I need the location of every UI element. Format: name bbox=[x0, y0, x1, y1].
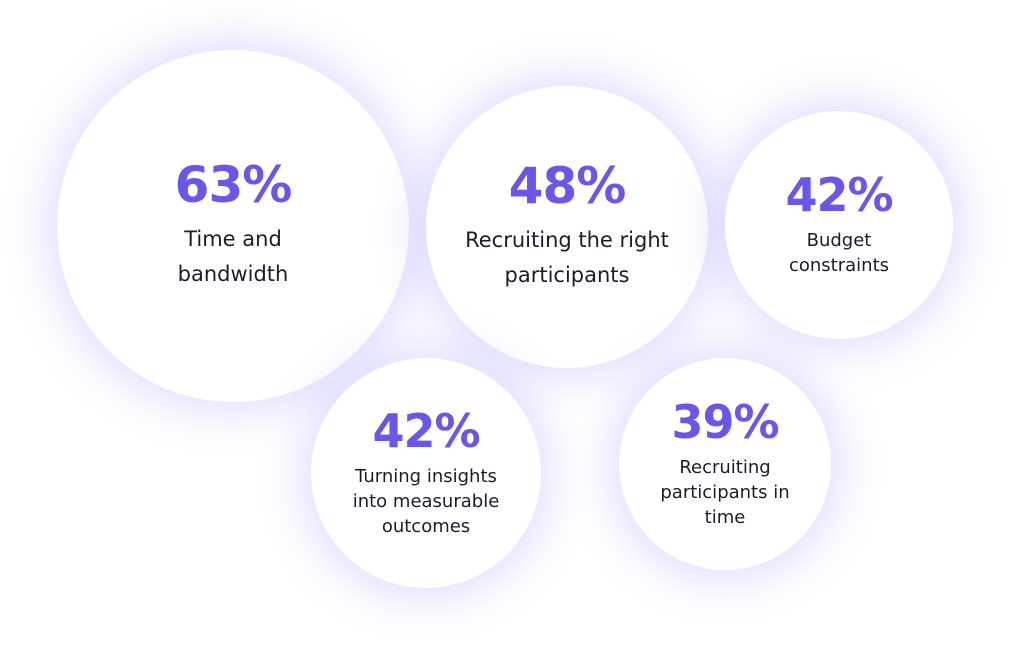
stat-label: Time and bandwidth bbox=[177, 227, 289, 286]
stat-bubble-time-bandwidth: 63% Time and bandwidth bbox=[57, 50, 409, 402]
stat-value: 63% bbox=[174, 156, 293, 214]
stat-value: 48% bbox=[508, 157, 627, 215]
stat-label: Recruiting the right participants bbox=[465, 228, 669, 287]
stat-value: 42% bbox=[372, 403, 480, 458]
stat-value: 42% bbox=[785, 168, 893, 222]
stat-bubble-recruiting-in-time: 39% Recruiting participants in time bbox=[619, 358, 831, 570]
stat-label: Turning insights into measurable outcome… bbox=[352, 465, 500, 537]
stat-label: Recruiting participants in time bbox=[660, 456, 790, 528]
stat-bubble-budget-constraints: 42% Budget constraints bbox=[725, 111, 953, 339]
stat-label: Budget constraints bbox=[788, 230, 890, 276]
stat-bubble-turning-insights: 42% Turning insights into measurable out… bbox=[311, 358, 541, 588]
stat-bubble-recruiting-right-participants: 48% Recruiting the right participants bbox=[426, 86, 708, 368]
stat-value: 39% bbox=[671, 394, 779, 449]
